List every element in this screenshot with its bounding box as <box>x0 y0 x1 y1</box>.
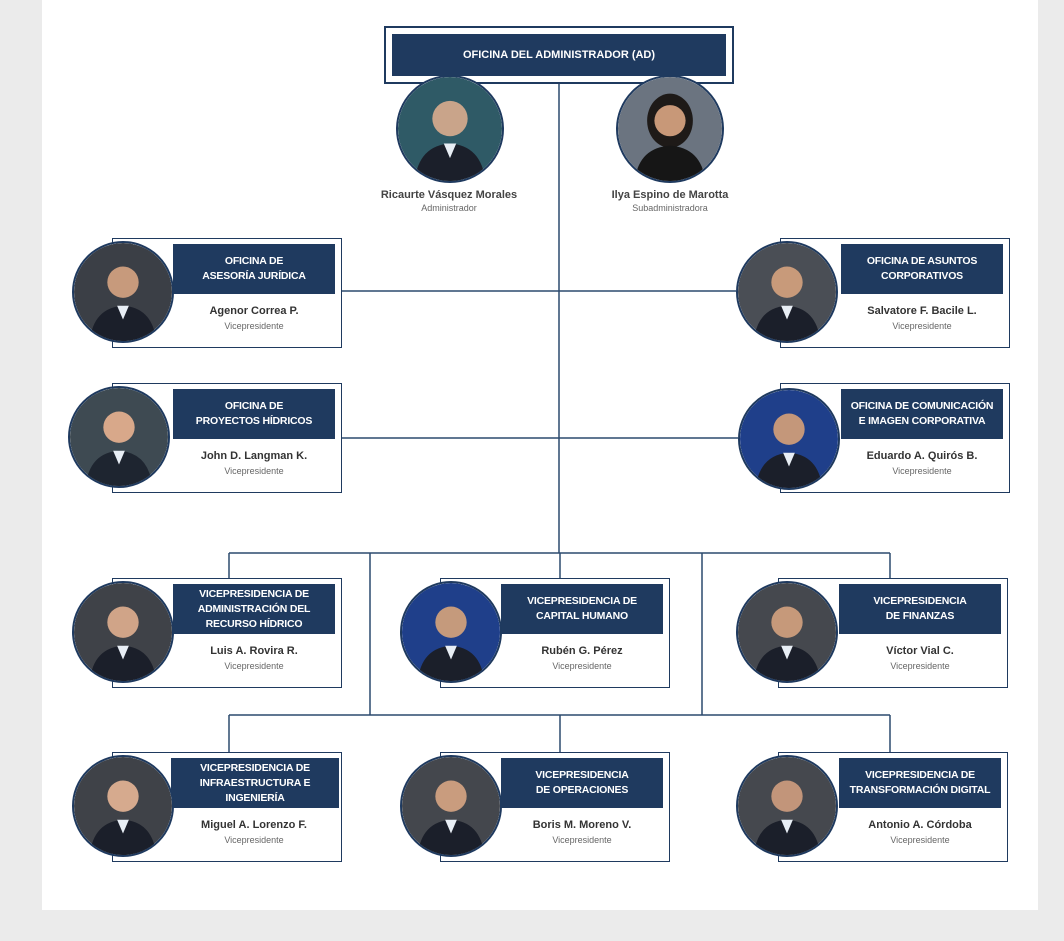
person-name: Rubén G. Pérez <box>541 645 623 657</box>
administrator-name: Ricaurte Vásquez Morales <box>380 189 518 201</box>
person-photo <box>736 241 838 343</box>
deputy-administrator-role: Subadministradora <box>632 203 708 213</box>
person-name: Boris M. Moreno V. <box>532 819 632 831</box>
office-title: OFICINA DE PROYECTOS HÍDRICOS <box>173 389 335 439</box>
person-name: Eduardo A. Quirós B. <box>866 450 978 462</box>
vp-title: VICEPRESIDENCIA DE CAPITAL HUMANO <box>501 584 663 634</box>
administrator-role: Administrador <box>421 203 477 213</box>
vp-title: VICEPRESIDENCIA DE OPERACIONES <box>501 758 663 808</box>
vp-title: VICEPRESIDENCIA DE TRANSFORMACIÓN DIGITA… <box>839 758 1001 808</box>
vp-title: VICEPRESIDENCIA DE INFRAESTRUCTURA E ING… <box>171 758 339 808</box>
person-name: Miguel A. Lorenzo F. <box>201 819 307 831</box>
person-role: Vicepresidente <box>892 466 952 476</box>
person-photo <box>400 755 502 857</box>
person-photo <box>72 241 174 343</box>
person-role: Vicepresidente <box>224 835 284 845</box>
deputy-administrator-name: Ilya Espino de Marotta <box>611 189 729 201</box>
deputy-administrator-photo <box>616 75 724 183</box>
person-name: Antonio A. Córdoba <box>868 819 972 831</box>
office-title: OFICINA DE COMUNICACIÓN E IMAGEN CORPORA… <box>841 389 1003 439</box>
person-name: Víctor Vial C. <box>886 645 954 657</box>
person-role: Vicepresidente <box>892 321 952 331</box>
person-role: Vicepresidente <box>552 661 612 671</box>
person-photo <box>736 755 838 857</box>
person-role: Vicepresidente <box>890 835 950 845</box>
person-role: Vicepresidente <box>224 466 284 476</box>
vp-title: VICEPRESIDENCIA DE FINANZAS <box>839 584 1001 634</box>
office-title: OFICINA DE ASESORÍA JURÍDICA <box>173 244 335 294</box>
person-name: Luis A. Rovira R. <box>210 645 298 657</box>
person-role: Vicepresidente <box>224 321 284 331</box>
vp-title: VICEPRESIDENCIA DE ADMINISTRACIÓN DEL RE… <box>173 584 335 634</box>
person-photo <box>400 581 502 683</box>
person-photo <box>738 388 840 490</box>
office-title: OFICINA DE ASUNTOS CORPORATIVOS <box>841 244 1003 294</box>
administrator-office-title: OFICINA DEL ADMINISTRADOR (AD) <box>392 34 726 76</box>
person-role: Vicepresidente <box>552 835 612 845</box>
person-photo <box>72 581 174 683</box>
person-role: Vicepresidente <box>890 661 950 671</box>
person-photo <box>72 755 174 857</box>
administrator-photo <box>396 75 504 183</box>
person-name: John D. Langman K. <box>200 450 308 462</box>
person-name: Salvatore F. Bacile L. <box>867 305 977 317</box>
person-photo <box>68 386 170 488</box>
person-name: Agenor Correa P. <box>209 305 299 317</box>
person-photo <box>736 581 838 683</box>
person-role: Vicepresidente <box>224 661 284 671</box>
